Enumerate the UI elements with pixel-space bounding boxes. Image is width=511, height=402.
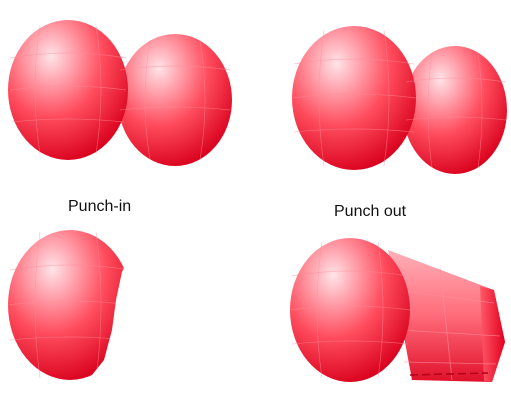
punch-in-caption: Punch-in	[68, 198, 131, 216]
punch-in-result	[8, 20, 232, 166]
punch-out-result	[292, 26, 507, 174]
punch-in-cut	[8, 230, 132, 380]
punch-out-extrusion	[290, 238, 505, 382]
punch-out-caption: Punch out	[334, 203, 406, 221]
